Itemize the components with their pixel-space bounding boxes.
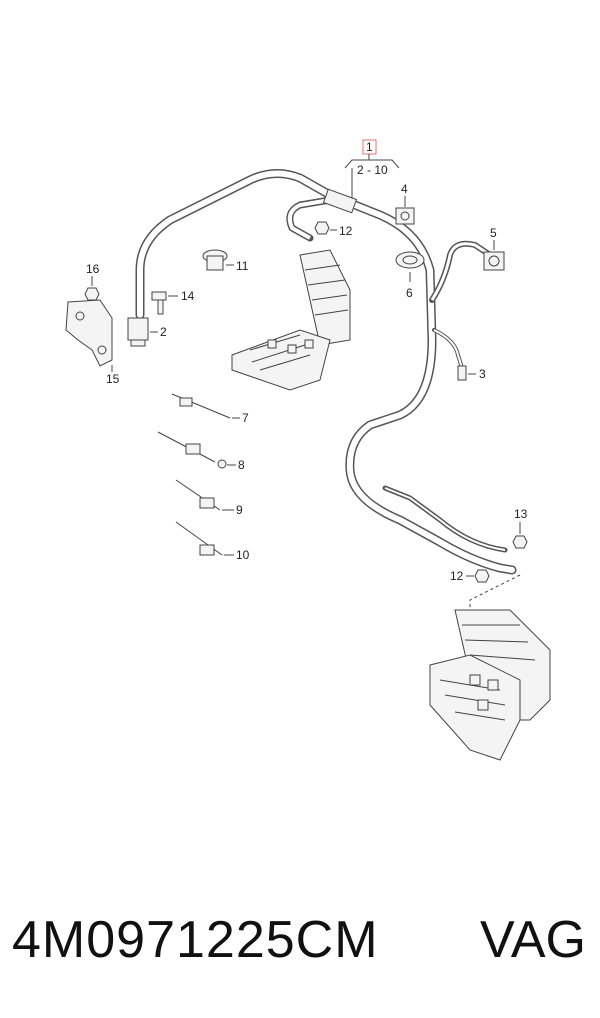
cable-tie-8: 8 <box>157 431 245 472</box>
connector-2: 2 <box>127 317 167 347</box>
callout-13: 13 <box>514 507 528 521</box>
callout-5: 5 <box>490 226 497 240</box>
group-bracket <box>344 159 400 169</box>
connector-5: 5 <box>483 226 505 271</box>
wiring-harness-diagram: 1 2 - 10 2 14 <box>65 139 551 761</box>
nut-12-upper: 12 <box>314 221 353 238</box>
cable-tie-7: 7 <box>171 393 249 425</box>
nut-12-lower: 12 <box>450 569 490 583</box>
nut-13: 13 <box>512 507 528 549</box>
callout-9: 9 <box>236 503 243 517</box>
relay-carrier-lower <box>429 609 551 761</box>
terminal-3: 3 <box>457 365 486 381</box>
clip-11: 11 <box>202 249 249 273</box>
callout-12-lower: 12 <box>450 569 464 583</box>
main-label: 1 <box>366 140 373 154</box>
brand-label: VAG <box>480 911 586 969</box>
callout-8: 8 <box>238 458 245 472</box>
callout-11: 11 <box>236 259 249 273</box>
cable-tie-9: 9 <box>175 479 243 517</box>
bracket-15: 15 <box>65 299 120 386</box>
grommet-6: 6 <box>395 251 425 300</box>
part-number: 4M0971225CM <box>12 911 379 969</box>
group-label: 2 - 10 <box>357 163 388 177</box>
footer: 4M0971225CM VAG <box>0 900 600 980</box>
connector-4: 4 <box>395 182 415 225</box>
callout-6: 6 <box>406 286 413 300</box>
main-harness-cable <box>135 169 517 575</box>
callout-2: 2 <box>160 325 167 339</box>
callout-10: 10 <box>236 548 250 562</box>
callout-7: 7 <box>242 411 249 425</box>
nut-16: 16 <box>84 262 100 301</box>
callout-4: 4 <box>401 182 408 196</box>
callout-15: 15 <box>106 372 120 386</box>
assembly-dash-line <box>469 574 521 640</box>
bolt-14: 14 <box>151 289 195 315</box>
cable-tie-10: 10 <box>175 521 250 562</box>
callout-14: 14 <box>181 289 195 303</box>
main-label-group: 1 2 - 10 <box>344 139 400 198</box>
relay-carrier-upper <box>231 249 351 391</box>
callout-16: 16 <box>86 262 100 276</box>
callout-12-upper: 12 <box>339 224 353 238</box>
callout-3: 3 <box>479 367 486 381</box>
